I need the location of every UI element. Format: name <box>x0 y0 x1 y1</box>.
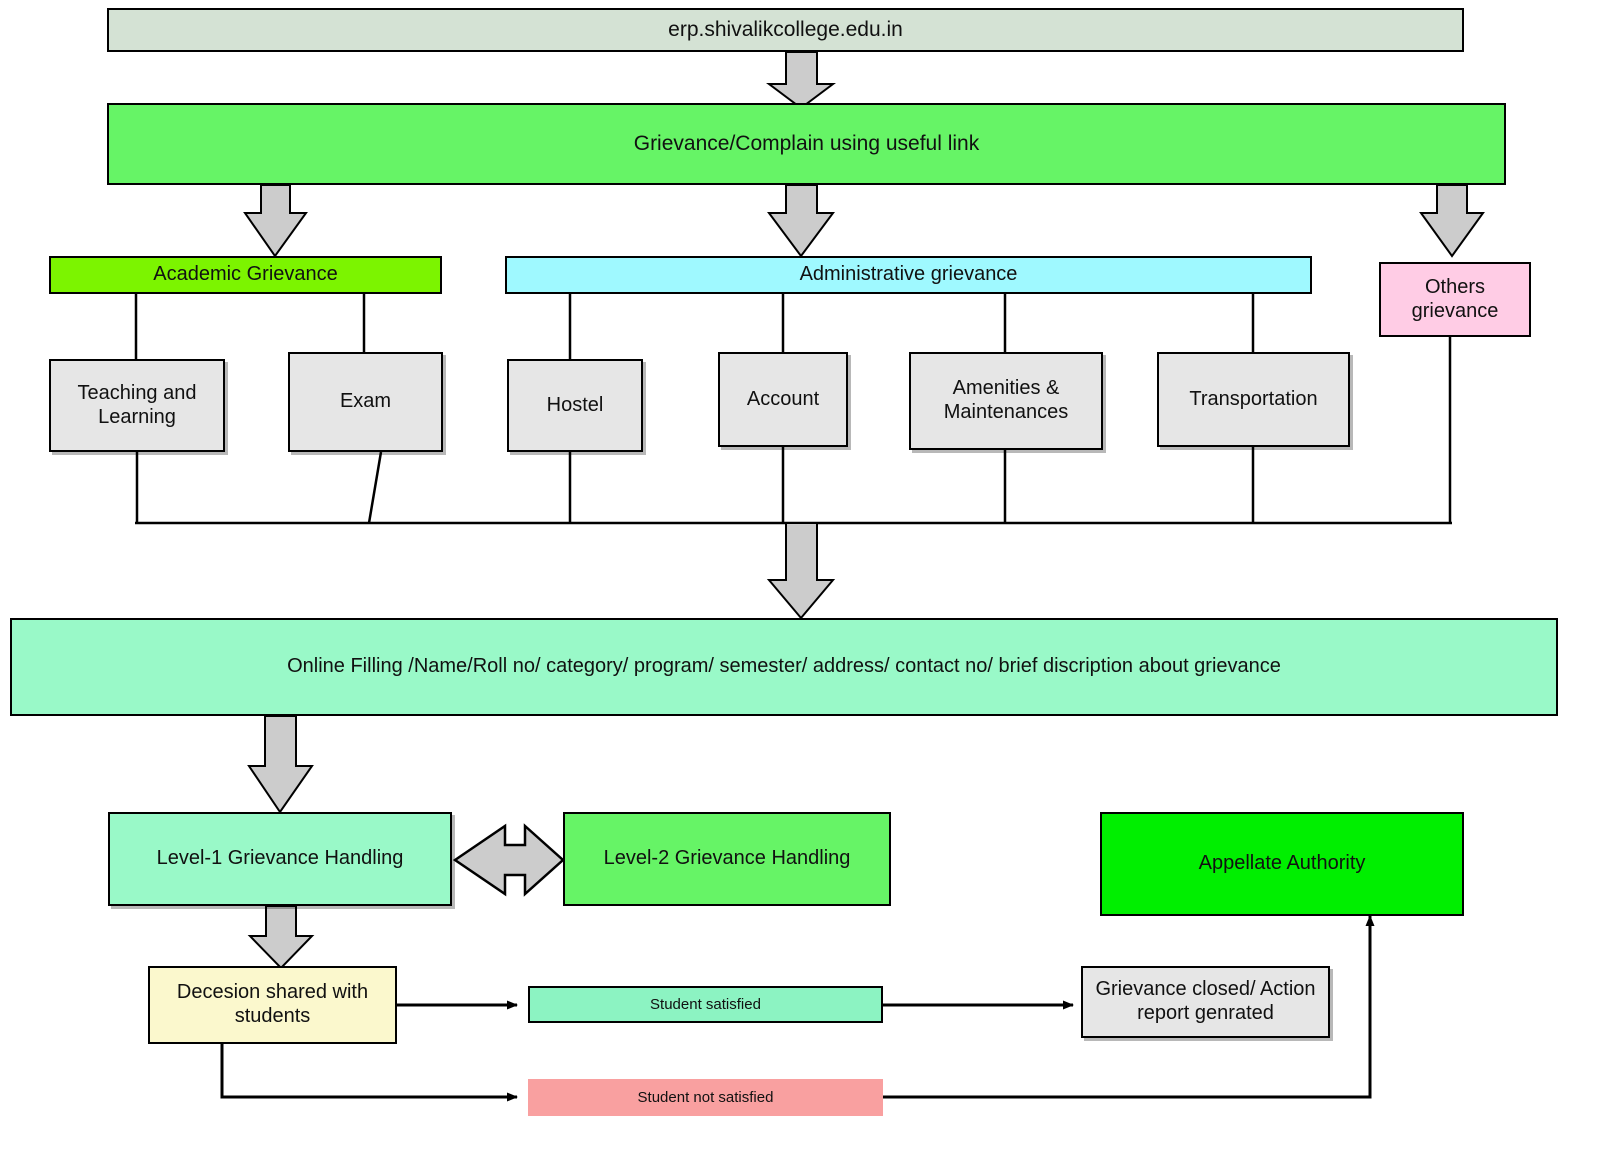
node-hostel-label: Hostel <box>546 393 604 416</box>
node-entry-bar: Grievance/Complain using useful link <box>107 103 1506 185</box>
node-online-filling: Online Filling /Name/Roll no/ category/ … <box>10 618 1558 716</box>
node-administrative-grievance: Administrative grievance <box>505 256 1312 294</box>
node-decision-label: Decesion shared with students <box>176 981 369 1027</box>
node-level1-label: Level-1 Grievance Handling <box>156 847 404 870</box>
node-amenities-label: Amenities & Maintenances <box>943 377 1069 423</box>
arrow-level1-to-decision <box>247 905 315 970</box>
double-headed-arrow-level1-level2 <box>452 823 565 897</box>
node-account: Account <box>718 352 848 447</box>
node-transportation: Transportation <box>1157 352 1350 447</box>
node-academic-grievance: Academic Grievance <box>49 256 442 294</box>
arrow-entry-to-others <box>1419 184 1485 258</box>
node-closed-label: Grievance closed/ Action report genrated <box>1095 978 1316 1024</box>
node-not-satisfied-label: Student not satisfied <box>637 1088 774 1106</box>
node-appellate-label: Appellate Authority <box>1198 852 1366 875</box>
node-others-grievance: Others grievance <box>1379 262 1531 337</box>
arrow-rail-to-online-filling <box>766 522 836 620</box>
node-amenities-maintenances: Amenities & Maintenances <box>909 352 1103 450</box>
node-student-satisfied: Student satisfied <box>528 986 883 1023</box>
node-portal-label: erp.shivalikcollege.edu.in <box>668 17 903 41</box>
arrow-entry-to-administrative <box>767 184 835 258</box>
node-student-not-satisfied: Student not satisfied <box>528 1079 883 1116</box>
node-entry-label: Grievance/Complain using useful link <box>633 131 980 155</box>
node-academic-label: Academic Grievance <box>153 263 338 286</box>
node-level2-label: Level-2 Grievance Handling <box>603 847 851 870</box>
arrow-decision-to-not-satisfied <box>220 1044 518 1102</box>
node-level1-grievance-handling: Level-1 Grievance Handling <box>108 812 452 906</box>
node-transportation-label: Transportation <box>1189 387 1318 410</box>
node-exam-label: Exam <box>339 390 392 413</box>
node-hostel: Hostel <box>507 359 643 452</box>
arrow-portal-to-entry <box>766 51 836 110</box>
node-account-label: Account <box>746 387 820 410</box>
node-administrative-label: Administrative grievance <box>799 263 1018 286</box>
arrow-online-filling-to-level1 <box>247 715 314 814</box>
node-teaching-label: Teaching and Learning <box>77 381 197 428</box>
node-appellate-authority: Appellate Authority <box>1100 812 1464 916</box>
node-others-label: Others grievance <box>1411 275 1499 322</box>
node-grievance-closed: Grievance closed/ Action report genrated <box>1081 966 1330 1038</box>
node-portal-bar: erp.shivalikcollege.edu.in <box>107 8 1464 52</box>
node-decision-shared: Decesion shared with students <box>148 966 397 1044</box>
node-teaching-and-learning: Teaching and Learning <box>49 359 225 452</box>
node-exam: Exam <box>288 352 443 452</box>
node-satisfied-label: Student satisfied <box>650 995 761 1013</box>
arrow-entry-to-academic <box>243 184 308 258</box>
node-level2-grievance-handling: Level-2 Grievance Handling <box>563 812 891 906</box>
node-online-filling-label: Online Filling /Name/Roll no/ category/ … <box>287 655 1281 678</box>
